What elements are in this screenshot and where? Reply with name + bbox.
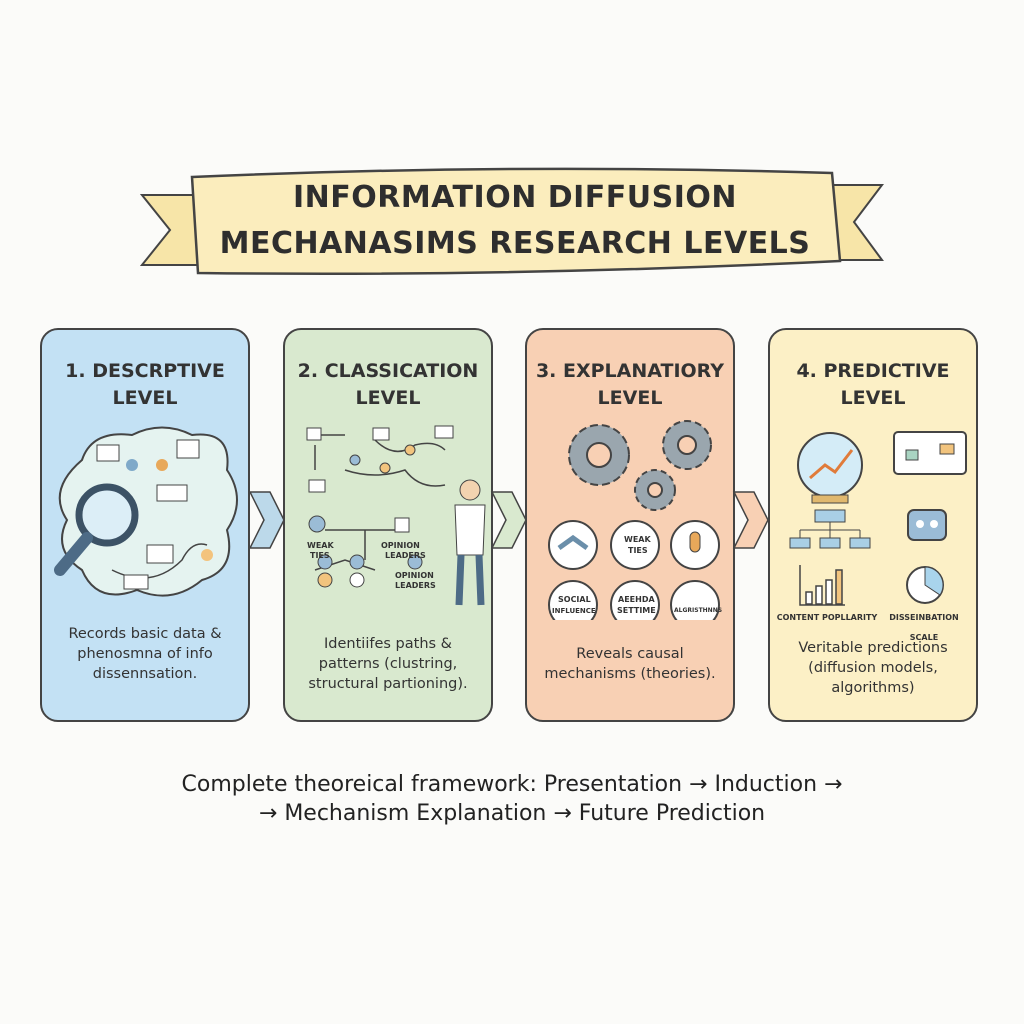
svg-text:WEAK: WEAK [624,535,651,544]
scientist-figure [454,479,486,606]
svg-text:TIES: TIES [628,546,648,555]
title-line-2: MECHANASIMS RESEARCH LEVELS [219,226,811,261]
pie-chart-icon [906,566,944,604]
data-cloud-magnifier-illustration [54,426,238,597]
chevron-arrow-icon [248,491,285,549]
crystal-ball-icon [797,432,863,504]
label-content-popularity: CONTENT POPLLARITY [776,613,878,622]
prediction-illustration [789,431,967,606]
svg-text:ALGRISTHNNS: ALGRISTHNNS [674,607,722,614]
panel-description: Veritable predictions (diffusion models,… [798,640,948,696]
summary-line-1: Complete theoreical framework: Presentat… [181,772,843,797]
panel-description: Reveals causal mechanisms (theories). [544,646,716,682]
svg-text:SETTIME: SETTIME [617,606,656,615]
summary-line-2: → Mechanism Explanation → Future Predict… [258,801,766,826]
svg-text:LEADERS: LEADERS [385,551,426,560]
microphone-icon [689,531,701,553]
svg-text:TIES: TIES [310,551,330,560]
mechanism-illustration: WEAK TIES SOCIAL INFLUENCE AEEHDA SETTIME A… [548,420,722,620]
handshake-icon [557,534,589,551]
panel-description: Records basic data & phenosmna of info d… [68,626,222,682]
svg-text:INFLUENCE: INFLUENCE [552,607,596,615]
svg-text:LEADERS: LEADERS [395,581,436,590]
page-title: INFORMATION DIFFUSION MECHANASIMS RESEAR… [195,175,835,267]
panel-description: Identiifes paths & patterns (clustring, … [308,636,468,692]
chevron-arrow-icon [732,491,769,549]
label-dissemination-scale: DISSEINBATION SCALE [889,613,959,642]
chat-bubble-icon [893,431,967,475]
bar-chart-icon [799,565,845,606]
svg-text:OPINION: OPINION [395,571,434,580]
magnifier-icon [75,483,139,547]
svg-text:AEEHDA: AEEHDA [618,595,655,604]
gear-icon [568,420,712,511]
svg-text:SOCIAL: SOCIAL [558,595,591,604]
title-line-1: INFORMATION DIFFUSION [292,180,738,215]
title-banner [140,167,884,276]
chevron-arrow-icon [490,491,527,549]
framework-summary: Complete theoreical framework: Presentat… [0,770,1024,828]
svg-text:WEAK: WEAK [307,541,334,550]
svg-text:OPINION: OPINION [381,541,420,550]
robot-icon [907,509,947,541]
